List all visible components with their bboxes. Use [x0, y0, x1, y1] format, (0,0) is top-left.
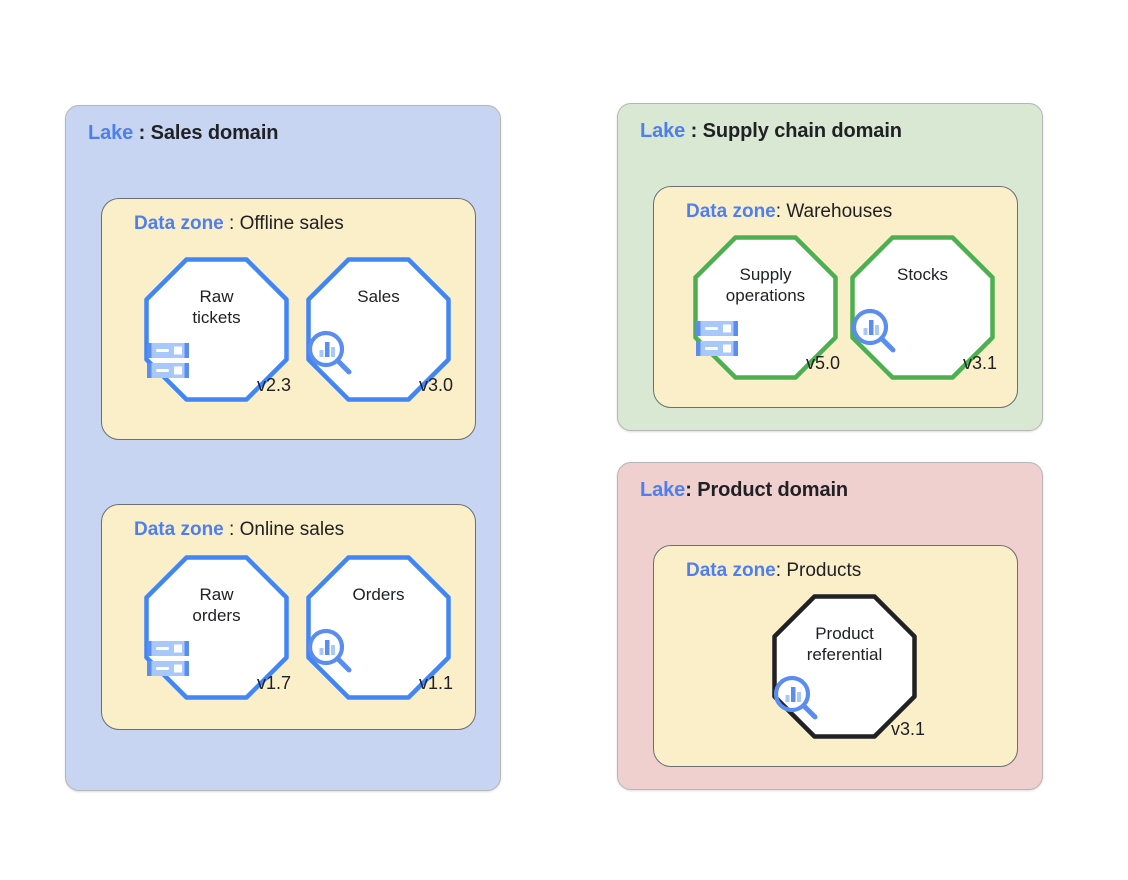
lake-domain-product[interactable]: Lake: Product domain Data zone: Products… — [617, 462, 1043, 790]
data-asset-raw-tickets-version: v2.3 — [257, 375, 292, 395]
lake-prefix-label: Lake — [88, 122, 134, 144]
data-asset-orders-version: v1.1 — [419, 673, 454, 693]
lake-domain-name: Supply chain domain — [702, 120, 902, 142]
data-asset-sales-version: v3.0 — [419, 375, 454, 395]
data-zone-online-sales-title: Data zone : Online sales — [134, 519, 344, 541]
lake-prefix-label: Lake — [640, 120, 686, 142]
data-asset-stocks-version: v3.1 — [963, 353, 998, 373]
lake-domain-name: Sales domain — [150, 122, 279, 144]
data-asset-supply-operations[interactable]: Supply operations v5.0 — [693, 235, 841, 380]
data-zone-prefix-label: Data zone — [134, 519, 224, 540]
data-zone-offline-sales-title: Data zone : Offline sales — [134, 213, 344, 235]
lake-domain-supply-chain-title: Lake : Supply chain domain — [640, 120, 902, 143]
data-zone-offline-sales[interactable]: Data zone : Offline sales Raw tickets — [101, 198, 476, 440]
data-zone-title-separator: : — [223, 519, 240, 540]
data-zone-name: Warehouses — [786, 201, 893, 222]
data-zone-products-title: Data zone: Products — [686, 560, 861, 582]
data-asset-product-referential-version: v3.1 — [891, 719, 926, 739]
data-asset-raw-tickets[interactable]: Raw tickets v2.3 — [144, 257, 292, 402]
data-asset-raw-orders[interactable]: Raw orders v1.7 — [144, 555, 292, 700]
data-zone-prefix-label: Data zone — [686, 560, 776, 581]
data-zone-prefix-label: Data zone — [134, 213, 224, 234]
data-zone-title-separator: : — [775, 201, 787, 222]
data-zone-prefix-label: Data zone — [686, 201, 776, 222]
data-zone-products[interactable]: Data zone: Products Product referential — [653, 545, 1018, 767]
data-zone-name: Products — [786, 560, 862, 581]
lake-title-separator: : — [685, 479, 698, 501]
lake-domain-product-title: Lake: Product domain — [640, 479, 848, 502]
data-asset-raw-orders-version: v1.7 — [257, 673, 292, 693]
lake-domain-supply-chain[interactable]: Lake : Supply chain domain Data zone: Wa… — [617, 103, 1043, 431]
data-asset-product-referential[interactable]: Product referential v3.1 — [772, 594, 925, 739]
data-asset-stocks[interactable]: Stocks v3.1 — [850, 235, 998, 380]
data-asset-orders[interactable]: Orders v1.1 — [306, 555, 454, 700]
data-zone-warehouses-title: Data zone: Warehouses — [686, 201, 892, 223]
lake-domain-sales[interactable]: Lake : Sales domain Data zone : Offline … — [65, 105, 501, 791]
data-zone-title-separator: : — [775, 560, 787, 581]
data-zone-warehouses[interactable]: Data zone: Warehouses Supply operations — [653, 186, 1018, 408]
data-asset-sales[interactable]: Sales v3.0 — [306, 257, 454, 402]
lake-domain-name: Product domain — [697, 479, 849, 501]
data-zone-name: Online sales — [239, 519, 345, 540]
data-zone-title-separator: : — [223, 213, 240, 234]
lake-title-separator: : — [685, 120, 703, 142]
data-zone-online-sales[interactable]: Data zone : Online sales Raw orders — [101, 504, 476, 730]
data-asset-supply-operations-version: v5.0 — [806, 353, 841, 373]
lake-domain-sales-title: Lake : Sales domain — [88, 122, 279, 145]
octagon-shape — [772, 594, 917, 739]
lake-prefix-label: Lake — [640, 479, 686, 501]
lake-title-separator: : — [133, 122, 151, 144]
data-zone-name: Offline sales — [239, 213, 344, 234]
